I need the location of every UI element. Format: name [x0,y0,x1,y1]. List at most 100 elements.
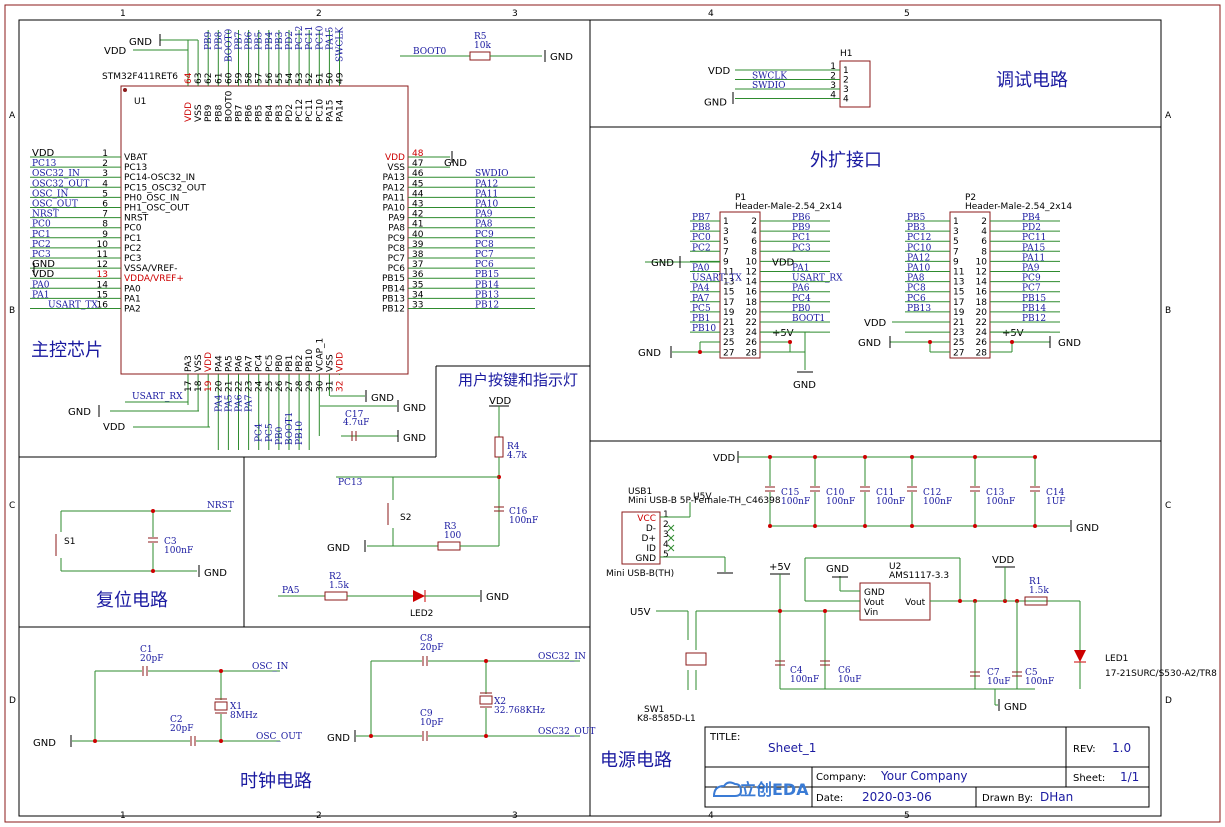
mcu-pin-number: 54 [285,72,295,84]
mcu-pin-number: 14 [97,280,109,290]
u2-pin-vin: Vin [864,608,878,618]
junction [1033,455,1037,459]
mcu-pin-name: PA8 [388,224,405,234]
h1-pin-label: 1 [843,66,849,76]
x2-val: 32.768KHz [494,706,545,716]
r4-ref: R4 [507,442,520,452]
osc32-out-net: OSC32_OUT [538,727,595,737]
mcu-pin-number: 29 [305,380,315,392]
header-pin-number: 6 [981,237,987,247]
lceda-logo: 立创EDA [712,780,809,799]
cap-ref: C12 [923,488,941,498]
header-left-net: PA12 [907,253,930,263]
mcu-pin-name: PB3 [275,105,285,122]
c4-ref: C4 [790,666,803,676]
mcu-left-net: PC0 [32,220,51,230]
mcu-pin-number: 34 [412,290,424,300]
mcu-pin-name: VDDA/VREF+ [124,274,184,284]
section-title-user: 用户按键和指示灯 [458,371,578,389]
mcu-pin-name: PA11 [383,193,405,203]
title-value: Sheet_1 [768,741,816,755]
c3-ref: C3 [164,537,177,547]
mcu-pin-name: PH1_OSC_OUT [124,204,190,214]
usb-pin-number: 5 [663,550,669,560]
mcu-top-net: PB4 [265,31,275,50]
header-pin-number: 7 [723,247,729,257]
junction [813,524,817,528]
header-right-net: VDD [772,257,795,268]
mcu-pin-name: VSS [387,163,405,173]
junction [813,455,817,459]
header-pin-number: 16 [746,288,758,298]
mcu-pin-number: 17 [184,381,194,392]
mcu-left-net: GND [32,259,55,270]
c4-val: 100nF [790,675,819,685]
s2-ref: S2 [400,513,411,523]
mcu-pin-number: 36 [412,270,424,280]
mcu-right-net: PA12 [475,179,498,189]
gnd-label-b3: GND [371,393,394,404]
usb1-ref: USB1 [628,487,652,497]
mcu-pin-number: 26 [275,380,285,392]
no-connect [667,544,675,552]
led2-gnd: GND [486,592,509,603]
mcu-pin-name: PA0 [124,284,141,294]
mcu-right-net: PA8 [475,220,493,230]
header-pin-number: 4 [981,227,987,237]
mcu-pin-number: 13 [97,270,108,280]
mcu-top-net: PB6 [245,31,255,50]
mcu-pin-number: 1 [102,149,108,159]
header-left-net: PC2 [692,243,711,253]
cap-value: 100nF [923,497,952,507]
header-pin-number: 19 [953,308,965,318]
drawn-label: Drawn By: [982,793,1033,804]
mcu-pin-name: PA3 [184,355,194,372]
mcu-pin-number: 45 [412,179,423,189]
header-right-net: PC9 [1022,274,1041,284]
header-pin-number: 20 [746,308,758,318]
osc32-in-net: OSC32_IN [538,652,586,662]
mcu-bottom-net: PA7 [245,394,255,412]
header-left-net: PC6 [907,294,926,304]
grid-row-right: C [1165,501,1171,511]
no-connect [667,524,675,532]
mcu-pin-name: PB2 [295,355,305,372]
rev-value: 1.0 [1112,741,1131,755]
drawn-value: DHan [1040,790,1073,804]
u2-part: AMS1117-3.3 [889,571,949,581]
mcu-pin-name: BOOT0 [224,90,234,122]
mcu-left-net: PC3 [32,250,51,260]
h1-net: VDD [708,66,731,77]
mcu-pin-name: PC3 [124,254,141,264]
r1-ref: R1 [1029,577,1042,587]
h1-ref: H1 [840,49,853,59]
header-right-net: PC1 [792,233,811,243]
mcu-top-net: PB5 [255,31,265,50]
mcu-right-net: PC6 [475,260,494,270]
header-left-net: PB3 [907,223,926,233]
header-left-net: PA0 [692,264,710,274]
mcu-pin-number: 9 [102,230,108,240]
c3-val: 100nF [164,546,193,556]
mcu-pin-number: 3 [102,169,108,179]
p2-gnd2: GND [1058,338,1081,349]
p1-gnd3: GND [793,380,816,391]
header-right-net: PB12 [1022,314,1046,324]
junction [863,455,867,459]
c1-ref: C1 [140,645,153,655]
p2-ref: P2 [965,193,976,203]
header-pin-number: 2 [981,217,987,227]
cap-value: 1UF [1046,497,1066,507]
reset-net: NRST [207,501,234,511]
p1-part: Header-Male-2.54_2x14 [735,202,842,212]
header-right-net: BOOT1 [792,314,825,324]
mcu-pin-number: 4 [102,179,108,189]
reg-gnd: GND [1004,702,1027,713]
sw1-part: K8-8585D-L1 [637,714,696,724]
grid-row-left: D [9,696,16,706]
mcu-pin-name: PA15 [325,100,335,122]
mcu-right-net: PB13 [475,290,499,300]
header-pin-number: 22 [976,318,987,328]
mcu-pin-number: 51 [315,73,325,84]
